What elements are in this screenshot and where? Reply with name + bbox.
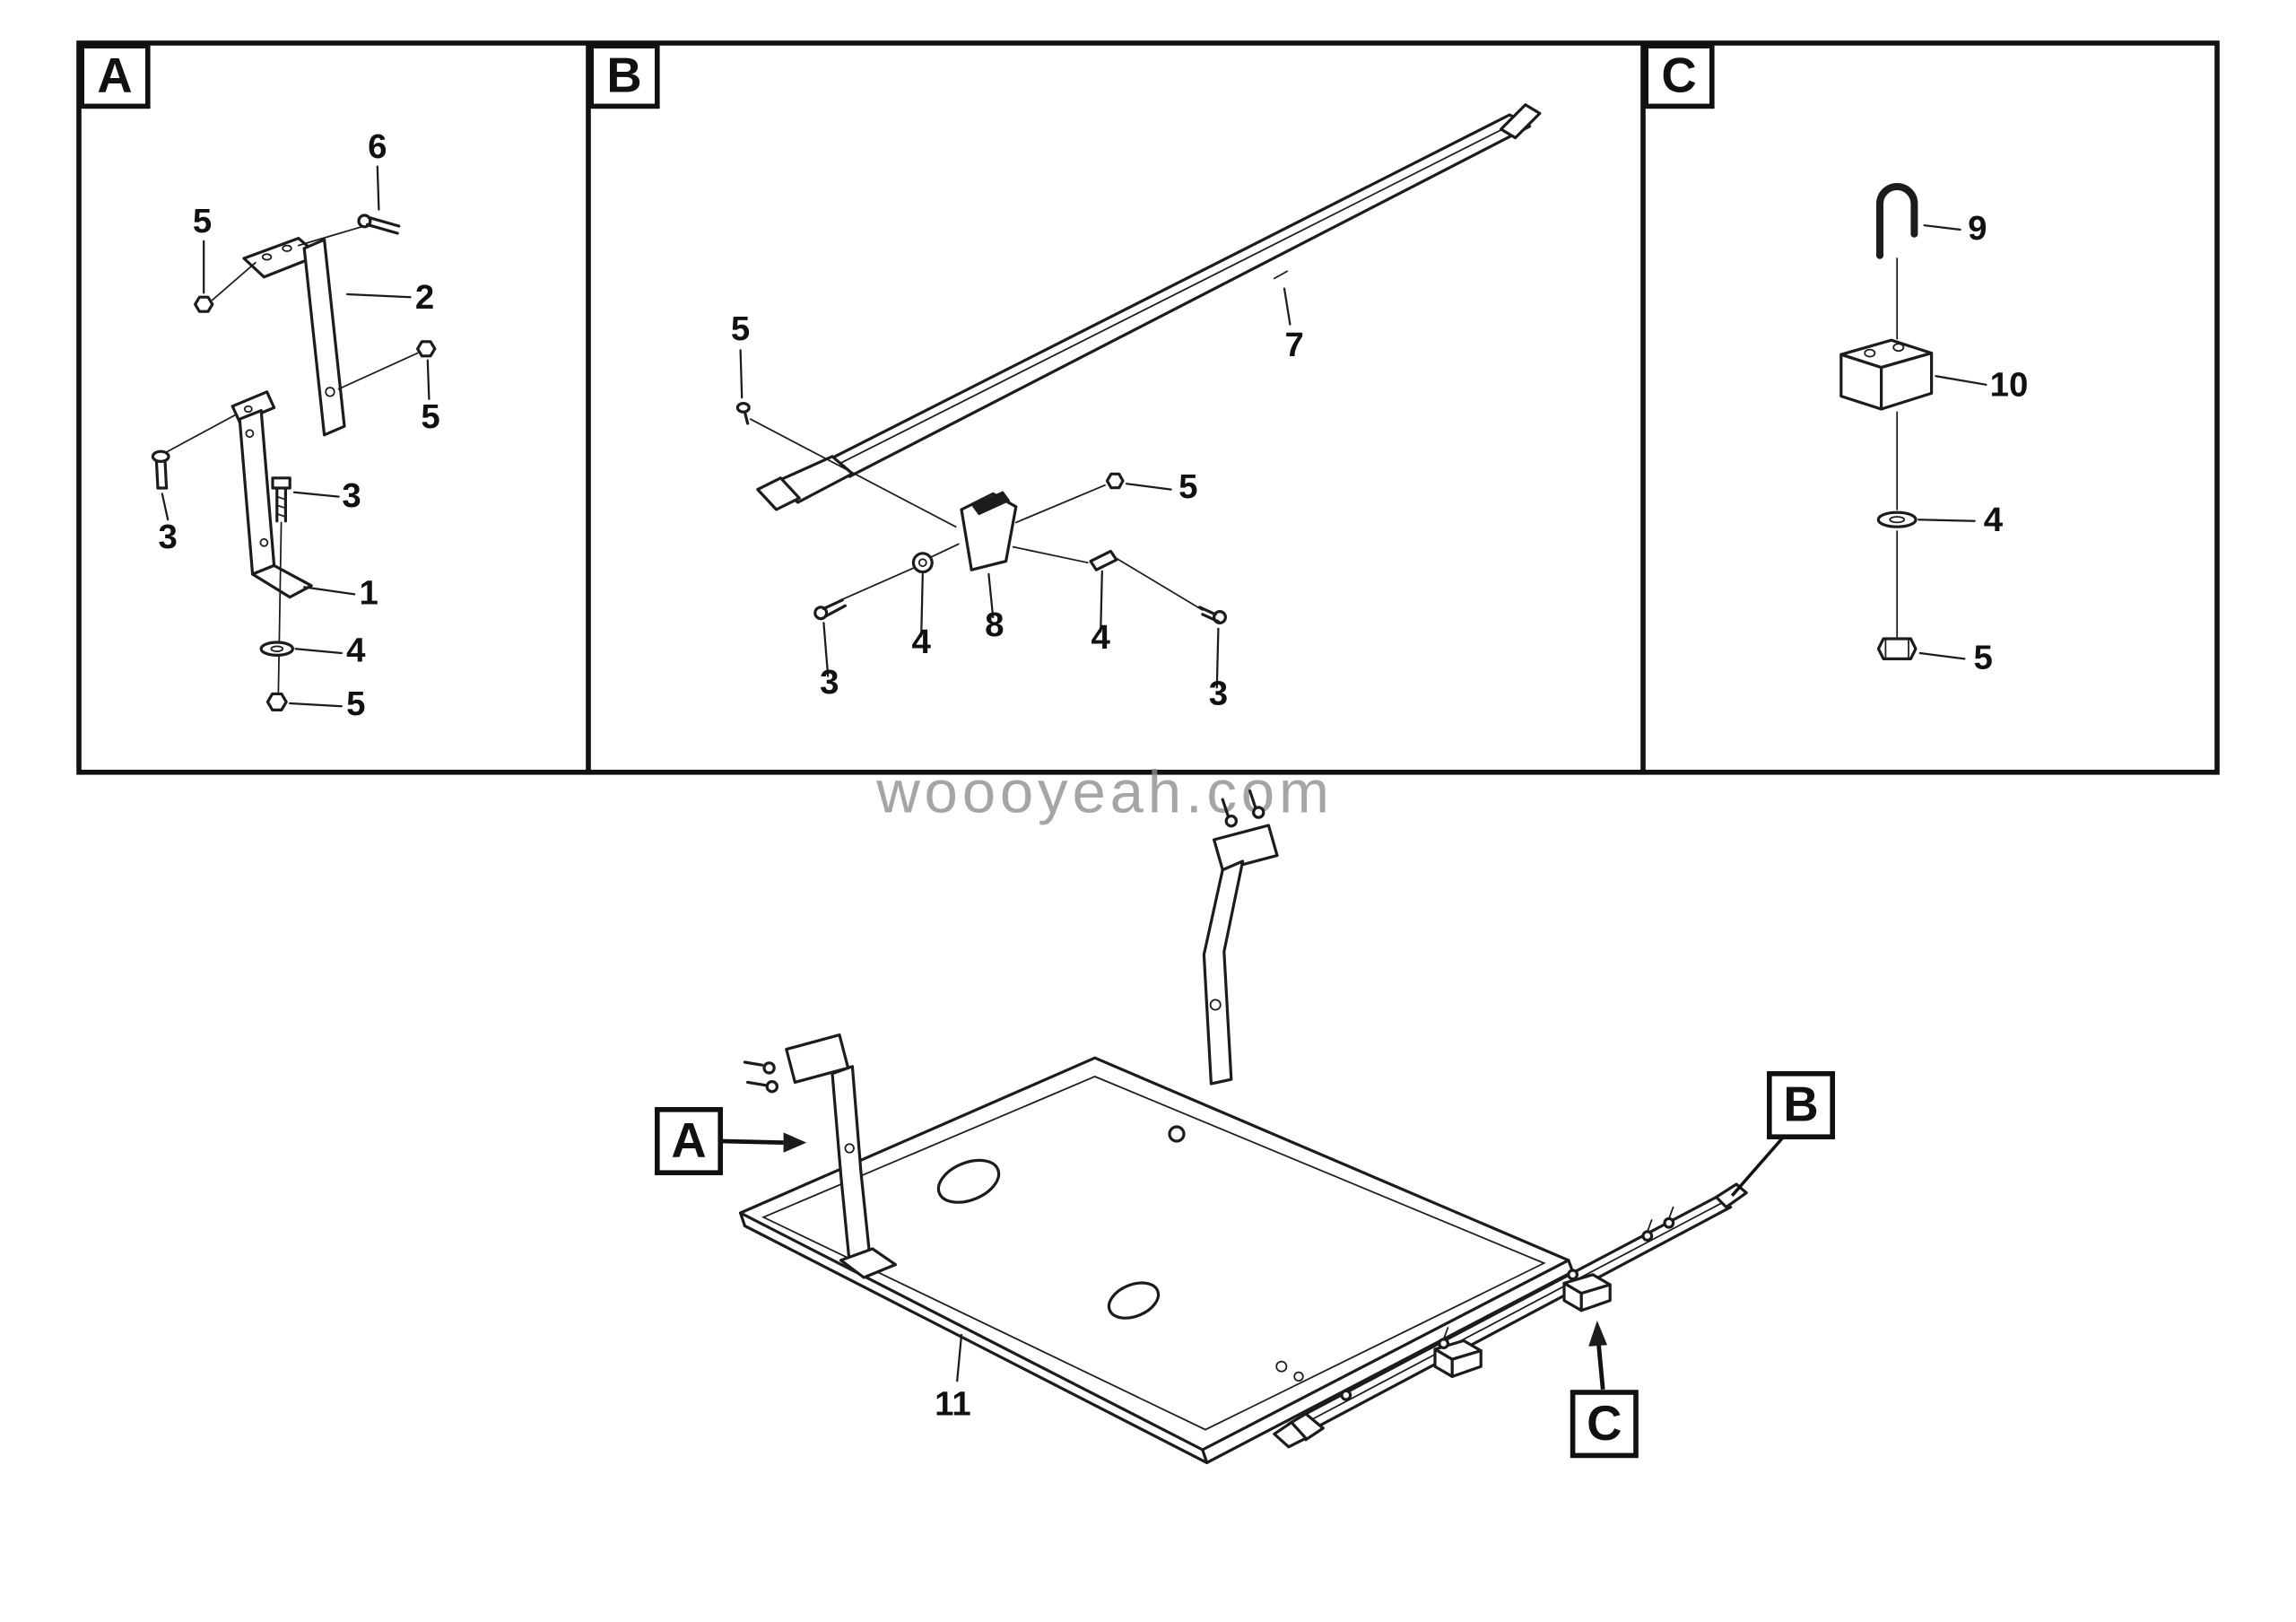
panel-a-label: A [97, 48, 132, 102]
callout-4-left: 4 [912, 623, 932, 661]
callout-9: 9 [1968, 209, 1987, 248]
parts-box [76, 40, 2220, 775]
leader-c-line [1596, 1343, 1605, 1391]
assembly-label-c-box [1570, 1390, 1639, 1459]
nut-5-top-icon [194, 261, 257, 313]
panel-b-label: B [606, 48, 641, 102]
callout-3-left: 3 [820, 663, 839, 702]
leader-b-line [1730, 1137, 1784, 1197]
arrow-a-icon [783, 1132, 807, 1153]
parts-box-border [76, 40, 2220, 775]
callout-2: 2 [415, 278, 434, 317]
panel-a-label-box [79, 43, 151, 109]
nut-5-bottom-icon [265, 692, 288, 711]
callout-7: 7 [1285, 326, 1304, 364]
callout-1: 1 [360, 574, 378, 613]
panel-c-label-box [1643, 43, 1715, 109]
assembly-top-bracket [1202, 789, 1279, 1086]
callout-5-right: 5 [421, 397, 439, 436]
bracket-part-2 [242, 237, 346, 437]
assembly-label-a: A [671, 1113, 706, 1168]
screw-3-left-icon-b [813, 567, 914, 621]
washer-4-right-icon [1012, 545, 1204, 611]
assembly-label-b-box [1767, 1071, 1835, 1139]
washer-4-left-icon [911, 543, 960, 574]
assembly-labels: A B C 11 [655, 1071, 1835, 1459]
panel-b-callouts: 7 5 8 5 4 4 3 3 [731, 287, 1304, 713]
assembly-right-rail [1273, 1182, 1748, 1449]
callout-3-right: 3 [1209, 675, 1228, 713]
nut-5-right-icon-b [1014, 472, 1125, 524]
watermark-text: woooyeah.com [875, 759, 1334, 826]
callout-4: 4 [346, 632, 366, 670]
callout-5: 5 [1974, 639, 1993, 677]
callout-4-right: 4 [1091, 618, 1111, 657]
assembly-label-b: B [1783, 1077, 1818, 1132]
bolt-3-mid-icon [271, 476, 291, 693]
panel-b: B [588, 43, 1542, 713]
panel-c-callouts: 9 10 4 5 [1918, 209, 2029, 677]
assembly-label-c: C [1587, 1396, 1622, 1451]
rail-part-7 [756, 103, 1542, 511]
assembly-label-a-box [655, 1107, 723, 1175]
panel-b-label-box [588, 43, 660, 109]
assembly-view: A B C 11 [655, 789, 1835, 1464]
callout-8: 8 [985, 606, 1004, 644]
panel-a: A [79, 43, 440, 723]
panel-c-label: C [1661, 48, 1696, 102]
panel-c: C [1643, 43, 2029, 677]
screw-3-right-icon-b [1198, 606, 1227, 624]
panel-a-callouts: 6 5 2 5 3 3 1 4 5 [159, 127, 440, 723]
nut-5-icon-c [1876, 637, 1918, 661]
callout-5-left: 5 [731, 310, 750, 348]
hook-part-9 [1876, 183, 1918, 259]
callout-3-left: 3 [159, 518, 178, 556]
callout-11: 11 [935, 1385, 971, 1424]
nut-5-right-icon [337, 340, 437, 390]
washer-4-icon [259, 641, 294, 657]
pin-5-left-icon [735, 402, 957, 528]
washer-4-icon-c [1876, 510, 1918, 528]
callout-6: 6 [368, 127, 387, 166]
arrow-c-icon [1588, 1321, 1607, 1347]
block-part-10 [1839, 338, 1934, 411]
assembly-left-bracket [743, 1033, 898, 1279]
callout-5-bottom: 5 [346, 685, 365, 723]
callout-4: 4 [1984, 501, 2004, 539]
callout-5-top: 5 [193, 202, 212, 240]
callout-3-mid: 3 [342, 476, 361, 515]
assembly-plate-11 [739, 1056, 1575, 1464]
callout-5-right: 5 [1178, 467, 1197, 506]
bracket-part-1 [162, 390, 313, 599]
callout-10: 10 [1990, 366, 2029, 405]
clamp-part-8 [960, 491, 1018, 571]
bolt-6-icon [297, 214, 401, 247]
screw-3-left-icon [151, 449, 170, 490]
